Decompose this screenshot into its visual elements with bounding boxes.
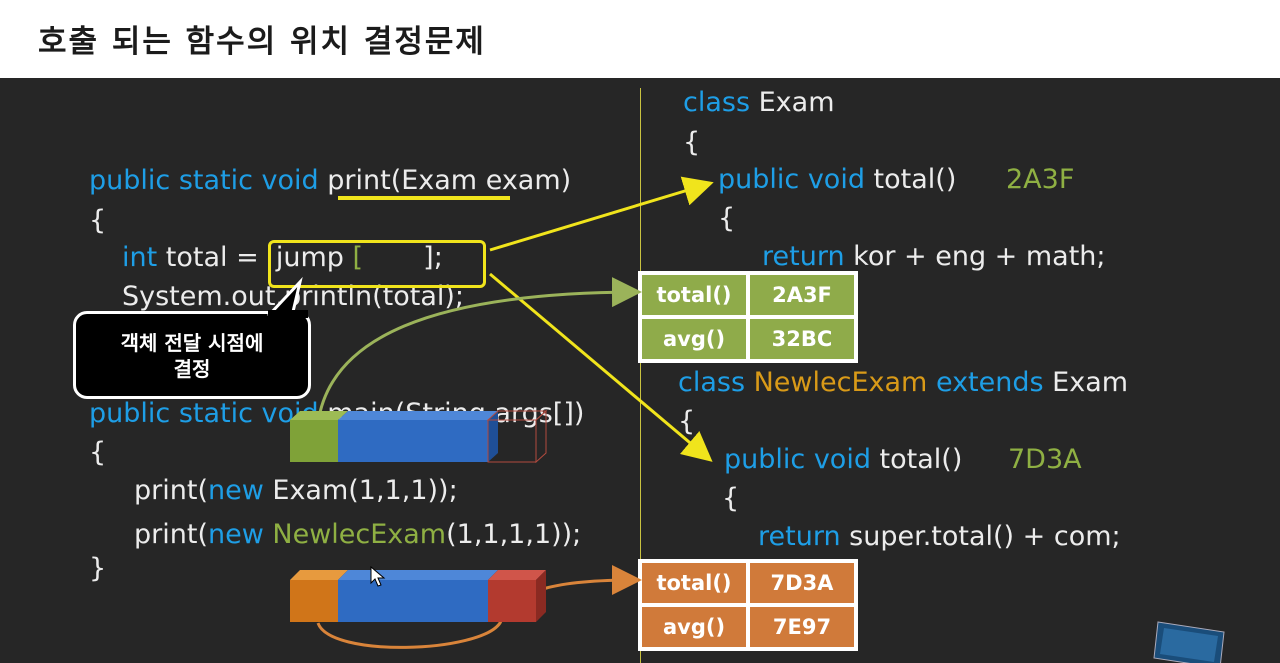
callout-line-2: 결정: [173, 357, 211, 381]
print-newlecexam-call: print(new NewlecExam(1,1,1,1));: [134, 519, 581, 551]
mouse-cursor-icon: [370, 565, 386, 587]
newlec-total-keyword: public void: [724, 444, 871, 475]
vtable-method: total(): [642, 563, 746, 603]
exam-total-keyword: public void: [718, 164, 865, 195]
callout-line-1: 객체 전달 시점에: [120, 331, 264, 355]
class-newlec-base: Exam: [1043, 367, 1129, 398]
class-exam-keyword: class: [683, 87, 751, 118]
total-assign: total =: [157, 242, 268, 273]
newlecexam-vtable: total() 7D3A avg() 7E97: [638, 559, 858, 651]
exam-object-block: [290, 409, 548, 464]
newlec-total-address: 7D3A: [1008, 444, 1082, 475]
slide-header: 호출 되는 함수의 위치 결정문제: [0, 0, 1280, 78]
vtable-row: avg() 32BC: [642, 319, 854, 359]
exam-return-keyword: return: [762, 241, 845, 272]
vtable-row: avg() 7E97: [642, 607, 854, 647]
print-exam-call: print(new Exam(1,1,1));: [134, 475, 458, 507]
total-assign-line: int total = jump [ ];: [122, 242, 443, 274]
print-newlec-call-b: (1,1,1,1));: [446, 519, 582, 550]
class-newlec-extends: extends: [927, 367, 1044, 398]
exam-total-open-brace: {: [718, 203, 736, 234]
slide-canvas: public static void print(Exam exam) { in…: [0, 78, 1280, 663]
class-exam-name: Exam: [750, 87, 835, 118]
vtable-method: avg(): [642, 319, 746, 359]
print-signature: public static void print(Exam exam): [89, 165, 571, 197]
print-exam-underline: [338, 196, 510, 200]
exam-total-signature: public void total(): [718, 164, 956, 196]
class-newlec-line: class NewlecExam extends Exam: [678, 367, 1128, 399]
print-exam-new: new: [207, 475, 264, 506]
screen-icon: [1153, 621, 1225, 663]
vtable-address: 32BC: [750, 319, 854, 359]
vtable-address: 7E97: [750, 607, 854, 647]
newlec-total-open-brace: {: [722, 483, 740, 514]
open-brace-2: {: [89, 437, 107, 468]
vtable-address: 2A3F: [750, 275, 854, 315]
print-newlec-new: new: [207, 519, 264, 550]
class-exam-open-brace: {: [683, 127, 701, 158]
class-newlec-name: NewlecExam: [745, 367, 928, 398]
class-newlec-open-brace: {: [678, 406, 696, 437]
close-brace-2: }: [89, 553, 107, 584]
jump-bracket-open: [: [352, 242, 364, 273]
print-exam-call-a: print(: [134, 475, 208, 506]
class-newlec-keyword: class: [678, 367, 746, 398]
diagram-overlay: [290, 176, 1225, 663]
callout-box: 객체 전달 시점에 결정: [73, 311, 311, 399]
open-brace-1: {: [89, 205, 107, 236]
exam-return-rest: kor + eng + math;: [844, 241, 1106, 272]
newlec-return-line: return super.total() + com;: [758, 521, 1121, 553]
print-signature-keyword: public static void: [89, 165, 319, 196]
vtable-address: 7D3A: [750, 563, 854, 603]
newlec-return-keyword: return: [758, 521, 841, 552]
print-newlec-class: NewlecExam: [263, 519, 447, 550]
arrow-newlec-object-to-vtable: [316, 565, 642, 649]
jump-highlight-box: [268, 240, 486, 288]
vtable-row: total() 2A3F: [642, 275, 854, 315]
print-newlec-call-a: print(: [134, 519, 208, 550]
print-exam-call-b: Exam(1,1,1));: [263, 475, 458, 506]
exam-total-address: 2A3F: [1006, 164, 1075, 195]
exam-vtable: total() 2A3F avg() 32BC: [638, 271, 858, 363]
vtable-method: total(): [642, 275, 746, 315]
newlec-return-rest: super.total() + com;: [840, 521, 1121, 552]
column-divider: [640, 88, 641, 663]
jump-word: jump: [267, 242, 353, 273]
slide-title: 호출 되는 함수의 위치 결정문제: [38, 24, 486, 60]
class-exam-line: class Exam: [683, 87, 835, 119]
newlec-total-signature: public void total(): [724, 444, 962, 476]
vtable-method: avg(): [642, 607, 746, 647]
newlec-total-name: total(): [870, 444, 963, 475]
jump-bracket-close: ];: [363, 242, 443, 273]
int-keyword: int: [122, 242, 158, 273]
print-signature-rest: print(Exam exam): [318, 165, 572, 196]
arrow-to-newlec-total: [489, 272, 713, 462]
exam-return-line: return kor + eng + math;: [762, 241, 1106, 273]
newlecexam-object-block: [290, 570, 546, 622]
arrow-exam-object-to-vtable: [316, 277, 642, 424]
vtable-row: total() 7D3A: [642, 563, 854, 603]
arrow-to-exam-total: [489, 176, 714, 252]
exam-total-name: total(): [864, 164, 957, 195]
